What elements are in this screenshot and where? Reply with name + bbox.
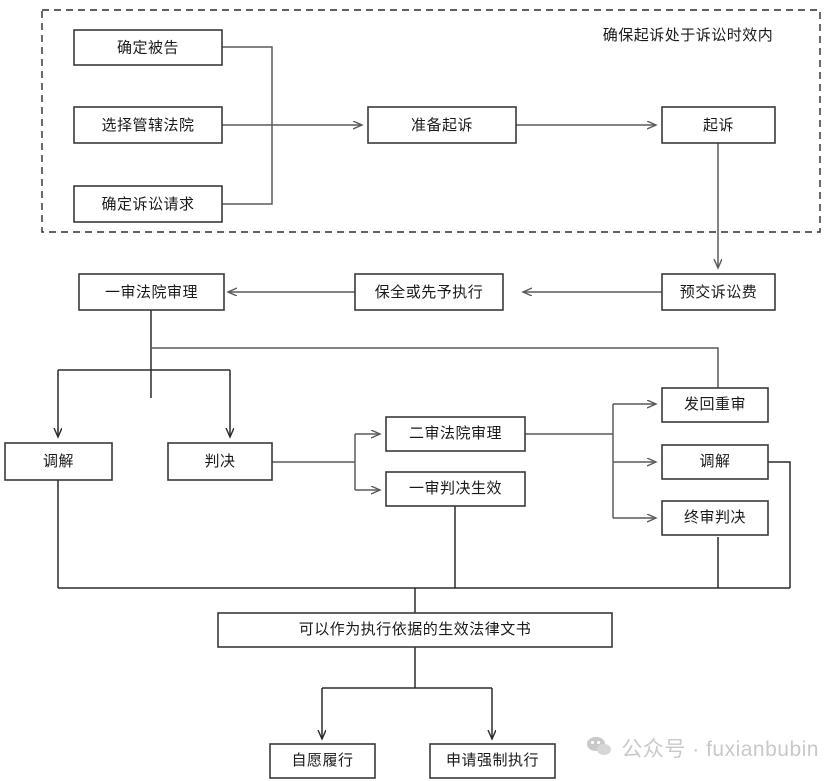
node-choose-court[interactable]: 选择管辖法院 — [73, 106, 223, 144]
node-label-preservation: 保全或先予执行 — [375, 283, 484, 301]
node-final-judgment[interactable]: 终审判决 — [661, 500, 769, 536]
node-label-final-judgment: 终审判决 — [684, 509, 746, 526]
node-label-remand-retrial: 发回重审 — [684, 396, 746, 413]
node-preservation[interactable]: 保全或先予执行 — [354, 273, 504, 311]
node-file-lawsuit[interactable]: 起诉 — [661, 106, 776, 144]
node-label-second-instance-trial: 二审法院审理 — [409, 424, 502, 442]
node-label-voluntary-performance: 自愿履行 — [291, 752, 353, 769]
edge-determine-claims-to-prepare — [222, 125, 273, 205]
node-label-determine-claims: 确定诉讼请求 — [101, 196, 194, 213]
node-enforceable-documents[interactable]: 可以作为执行依据的生效法律文书 — [217, 612, 613, 648]
node-mediation-second[interactable]: 调解 — [661, 444, 769, 480]
edge-determine-defendant-to-prepare — [222, 46, 273, 125]
node-prepay-fees[interactable]: 预交诉讼费 — [661, 273, 776, 311]
node-first-judgment-effective[interactable]: 一审判决生效 — [385, 471, 526, 507]
statute-of-limitations-note: 确保起诉处于诉讼时效内 — [603, 27, 774, 44]
edge-first-trial-to-remand-retrial — [151, 347, 719, 390]
node-label-first-instance-trial: 一审法院审理 — [105, 283, 198, 301]
wechat-icon — [587, 737, 613, 759]
node-remand-retrial[interactable]: 发回重审 — [661, 387, 769, 423]
watermark: 公众号 · fuxianbubin — [587, 733, 819, 763]
node-label-first-judgment-effective: 一审判决生效 — [409, 480, 502, 497]
node-prepare-lawsuit[interactable]: 准备起诉 — [367, 106, 517, 144]
node-label-enforceable-documents: 可以作为执行依据的生效法律文书 — [299, 621, 532, 638]
node-mediation-first[interactable]: 调解 — [4, 442, 113, 481]
node-label-apply-enforcement: 申请强制执行 — [446, 752, 539, 769]
node-voluntary-performance[interactable]: 自愿履行 — [269, 743, 376, 779]
node-second-instance-trial[interactable]: 二审法院审理 — [385, 416, 526, 452]
node-label-determine-defendant: 确定被告 — [117, 39, 179, 56]
edge-mediation2-down — [768, 461, 791, 588]
node-label-judgment: 判决 — [204, 453, 235, 470]
node-judgment[interactable]: 判决 — [167, 442, 273, 481]
node-label-choose-court: 选择管辖法院 — [101, 116, 194, 134]
node-first-instance-trial[interactable]: 一审法院审理 — [78, 273, 225, 311]
node-apply-enforcement[interactable]: 申请强制执行 — [429, 743, 556, 779]
node-label-prepay-fees: 预交诉讼费 — [680, 283, 758, 301]
node-determine-claims[interactable]: 确定诉讼请求 — [73, 185, 223, 223]
node-label-prepare-lawsuit: 准备起诉 — [411, 117, 473, 134]
watermark-text: 公众号 · fuxianbubin — [621, 738, 819, 761]
node-determine-defendant[interactable]: 确定被告 — [73, 29, 223, 66]
pre-filing-group-boundary — [41, 9, 821, 233]
node-label-file-lawsuit: 起诉 — [703, 117, 734, 134]
node-label-mediation-second: 调解 — [699, 453, 730, 470]
node-label-mediation-first: 调解 — [43, 453, 74, 470]
